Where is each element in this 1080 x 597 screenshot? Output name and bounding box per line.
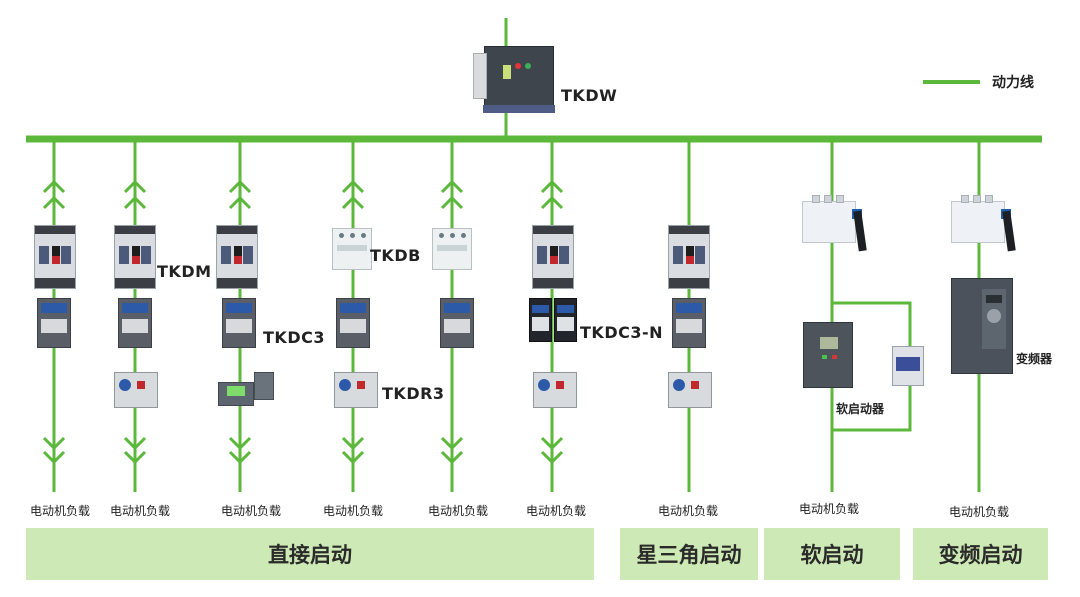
arrow-up-icon <box>440 179 464 194</box>
arrow-down-icon <box>440 450 464 465</box>
bypass-contactor-icon <box>892 346 924 386</box>
arrow-down-icon <box>341 436 365 451</box>
air-circuit-breaker-icon <box>473 46 555 113</box>
reversing-contactor-icon <box>529 298 577 342</box>
arrow-up-icon <box>228 195 252 210</box>
frequency-converter-label: 变频器 <box>1016 352 1053 366</box>
contactor-icon <box>672 298 706 348</box>
motor-load-label: 电动机负载 <box>109 504 171 518</box>
arrow-up-icon <box>440 195 464 210</box>
isolating-switch-icon <box>802 195 870 252</box>
arrow-down-icon <box>341 450 365 465</box>
model-label-tkdm: TKDM <box>157 262 212 281</box>
soft-starter-icon <box>803 322 853 388</box>
motor-protector-icon <box>218 372 274 408</box>
contactor-icon <box>37 298 71 348</box>
arrow-down-icon <box>228 450 252 465</box>
arrow-up-icon <box>540 179 564 194</box>
molded-case-breaker-icon <box>668 225 710 289</box>
molded-case-breaker-icon <box>216 225 258 289</box>
motor-load-label: 电动机负载 <box>657 504 719 518</box>
start-method-vfd: 变频启动 <box>913 528 1048 580</box>
motor-load-label: 电动机负载 <box>948 505 1010 519</box>
arrow-down-icon <box>42 436 66 451</box>
legend-label: 动力线 <box>992 75 1034 91</box>
arrow-down-icon <box>123 436 147 451</box>
arrow-up-icon <box>341 179 365 194</box>
start-method-soft: 软启动 <box>764 528 900 580</box>
arrow-down-icon <box>228 436 252 451</box>
model-label-tkdr3: TKDR3 <box>382 384 445 403</box>
molded-case-breaker-icon <box>532 225 574 289</box>
motor-load-label: 电动机负载 <box>798 502 860 516</box>
arrow-down-icon <box>42 450 66 465</box>
frequency-converter-icon <box>951 278 1013 374</box>
arrow-up-icon <box>341 195 365 210</box>
model-label-tkdc3-n: TKDC3-N <box>580 323 663 342</box>
motor-load-label: 电动机负载 <box>29 504 91 518</box>
model-label-tkdb: TKDB <box>370 246 421 265</box>
miniature-breaker-icon <box>432 228 472 270</box>
arrow-up-icon <box>42 195 66 210</box>
arrow-up-icon <box>540 195 564 210</box>
arrow-up-icon <box>123 179 147 194</box>
model-label-tkdc3: TKDC3 <box>263 328 325 347</box>
thermal-overload-relay-icon <box>668 372 712 408</box>
motor-load-label: 电动机负载 <box>427 504 489 518</box>
molded-case-breaker-icon <box>34 225 76 289</box>
motor-load-label: 电动机负载 <box>322 504 384 518</box>
arrow-up-icon <box>228 179 252 194</box>
arrow-down-icon <box>540 450 564 465</box>
soft-starter-label: 软启动器 <box>836 402 885 416</box>
arrow-down-icon <box>123 450 147 465</box>
contactor-icon <box>440 298 474 348</box>
thermal-overload-relay-icon <box>334 372 378 408</box>
arrow-up-icon <box>123 195 147 210</box>
molded-case-breaker-icon <box>114 225 156 289</box>
contactor-icon <box>336 298 370 348</box>
arrow-down-icon <box>540 436 564 451</box>
model-label-tkdw: TKDW <box>561 86 618 105</box>
arrow-up-icon <box>42 179 66 194</box>
start-method-star-delta: 星三角启动 <box>620 528 758 580</box>
miniature-breaker-icon <box>332 228 372 270</box>
thermal-overload-relay-icon <box>114 372 158 408</box>
motor-load-label: 电动机负载 <box>525 504 587 518</box>
motor-load-label: 电动机负载 <box>220 504 282 518</box>
isolating-switch-icon <box>951 195 1019 252</box>
legend-line-swatch <box>923 80 980 84</box>
contactor-icon <box>222 298 256 348</box>
contactor-icon <box>118 298 152 348</box>
thermal-overload-relay-icon <box>533 372 577 408</box>
start-method-direct: 直接启动 <box>26 528 594 580</box>
arrow-down-icon <box>440 436 464 451</box>
